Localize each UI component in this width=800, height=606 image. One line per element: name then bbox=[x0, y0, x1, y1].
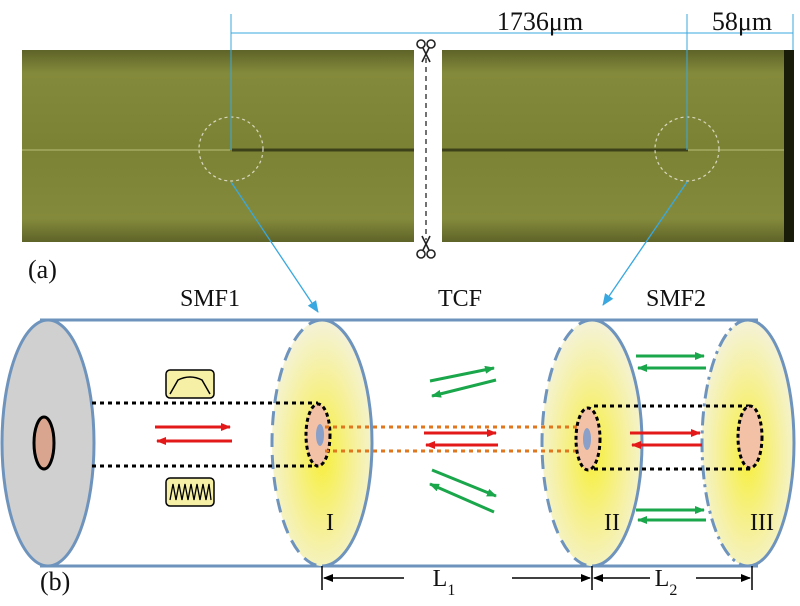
interference-spectrum-icon bbox=[165, 477, 215, 507]
green-arrow-tcf-top-2 bbox=[431, 378, 497, 398]
interface-2-front-edge bbox=[591, 318, 644, 568]
l1-main: L bbox=[433, 566, 448, 592]
green-arrow-tcf-bottom-2 bbox=[429, 482, 495, 514]
scissors-icon bbox=[416, 39, 436, 63]
interface-1-front-edge bbox=[321, 318, 374, 568]
interface-label-i: I bbox=[326, 510, 334, 536]
l2-subscript: 2 bbox=[669, 582, 677, 599]
panel-a-label: (a) bbox=[28, 255, 57, 284]
interface-2-back-edge bbox=[540, 318, 593, 568]
interface-3-back-edge bbox=[700, 318, 749, 568]
interface-3-core bbox=[736, 404, 764, 470]
scissors-icon bbox=[416, 235, 436, 259]
schematic-panel: SMF1 TCF SMF2 I II III L1 L2 (b) bbox=[0, 286, 796, 599]
input-core bbox=[32, 415, 56, 471]
pointer-arrow-splice-2 bbox=[602, 181, 688, 306]
dim-label-58: 58μm bbox=[712, 7, 772, 36]
micrograph-left bbox=[22, 50, 414, 242]
broadband-spectrum-icon bbox=[165, 369, 215, 399]
fiber-end-dark bbox=[784, 50, 794, 242]
interface-label-ii: II bbox=[604, 510, 620, 536]
label-smf1: SMF1 bbox=[180, 286, 240, 312]
l1-subscript: 1 bbox=[447, 582, 455, 599]
micrograph-right bbox=[442, 50, 784, 242]
length-label-l1: L1 bbox=[433, 566, 456, 599]
label-tcf: TCF bbox=[438, 286, 482, 312]
interface-1-back-edge bbox=[270, 318, 323, 568]
interface-1-tcf-core bbox=[316, 424, 324, 446]
panel-b-label: (b) bbox=[40, 567, 70, 596]
length-label-l2: L2 bbox=[655, 566, 678, 599]
dim-label-1736: 1736μm bbox=[497, 7, 583, 36]
interface-label-iii: III bbox=[750, 510, 774, 536]
green-arrow-tcf-bottom-1 bbox=[431, 468, 497, 498]
l2-main: L bbox=[655, 566, 670, 592]
interface-3-front-edge bbox=[747, 318, 796, 568]
interface-2-tcf-core bbox=[583, 428, 591, 450]
micrograph-panel: 1736μm 58μm (a) bbox=[22, 7, 794, 284]
green-arrow-tcf-top-1 bbox=[429, 365, 495, 383]
pointer-arrow-splice-1 bbox=[230, 181, 319, 313]
label-smf2: SMF2 bbox=[646, 286, 706, 312]
